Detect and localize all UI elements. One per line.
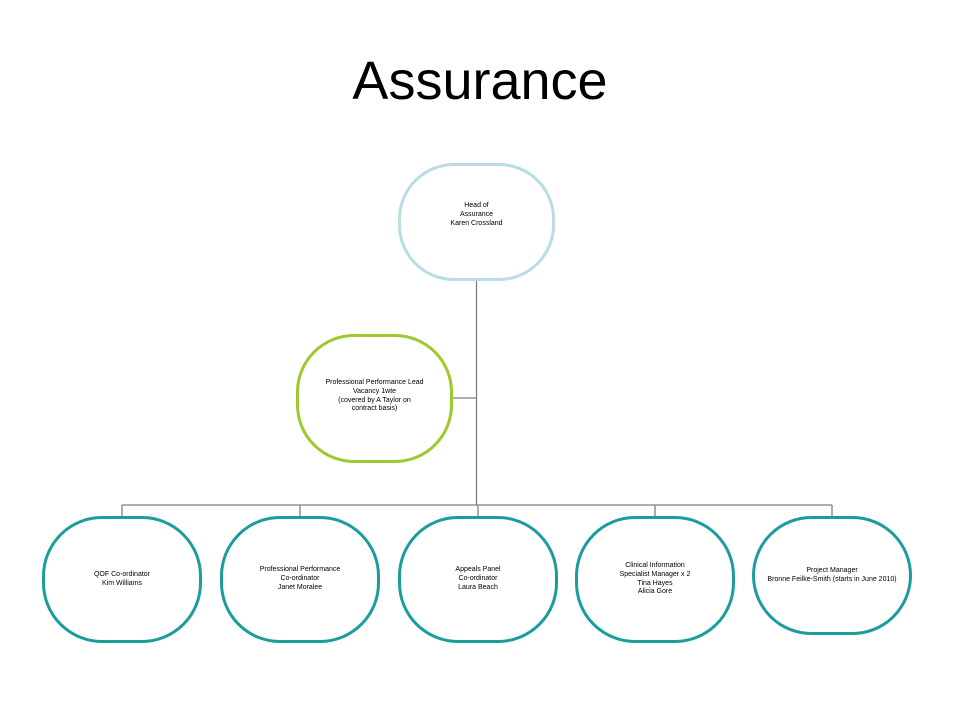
node-professional-performance-lead: Professional Performance Lead Vacancy 1w… (296, 334, 453, 463)
node-line: Specialist Manager x 2 (619, 570, 691, 578)
node-line: Vacancy 1wte (352, 387, 397, 395)
node-line: Co-ordinator (458, 575, 498, 583)
node-line: Janet Moralee (277, 583, 323, 591)
node-line: Karen Crossland (450, 219, 503, 227)
node-line: Clinical Information (625, 562, 685, 569)
node-project-manager: Project Manager Bronne Feilke-Smith (sta… (752, 516, 912, 635)
node-line: Co-ordinator (280, 575, 320, 583)
slide-title: Assurance (352, 51, 608, 111)
node-line: Assurance (459, 210, 494, 218)
node-line: Tina Hayes (637, 579, 673, 587)
node-line: Kim Williams (101, 579, 143, 587)
node-line: Bronne Feilke-Smith (starts in June 2010… (767, 575, 897, 583)
node-line: Alicia Gore (637, 588, 673, 596)
node-line: Project Manager (806, 566, 858, 574)
node-line: contract basis) (351, 405, 398, 413)
node-line: Appeals Panel (455, 566, 501, 574)
node-appeals-panel-coordinator: Appeals Panel Co-ordinator Laura Beach (398, 516, 558, 643)
node-clinical-information-specialist-manager: Clinical Information Specialist Manager … (575, 516, 735, 643)
node-line: Laura Beach (458, 583, 498, 591)
node-line: Professional Performance Lead (325, 379, 424, 386)
node-line: Head of (464, 202, 489, 209)
node-line: QOF Co-ordinator (93, 570, 151, 578)
node-head-of-assurance: Head of Assurance Karen Crossland (398, 163, 555, 281)
node-professional-performance-coordinator: Professional Performance Co-ordinator Ja… (220, 516, 380, 643)
node-line: Professional Performance (259, 566, 341, 574)
node-line: (covered by A Taylor on (338, 396, 411, 404)
node-qof-coordinator: QOF Co-ordinator Kim Williams (42, 516, 202, 643)
